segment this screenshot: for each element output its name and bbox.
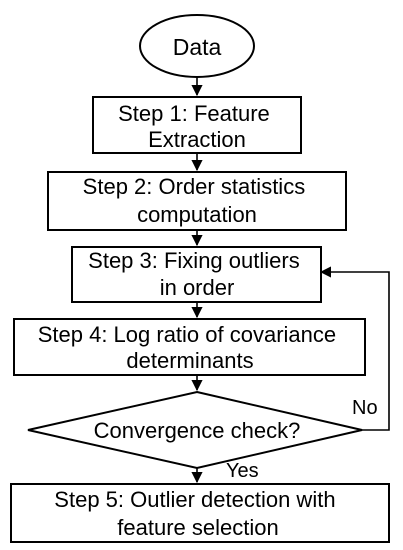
- node-step1-line-1: Step 1: Feature: [118, 101, 270, 126]
- node-data: Data: [139, 14, 255, 78]
- node-step3-line-1: Step 3: Fixing outliers: [88, 248, 300, 273]
- node-step5-line-2: feature selection: [117, 515, 278, 540]
- node-step2-line-1: Step 2: Order statistics: [83, 174, 306, 199]
- edge-label-yes: Yes: [226, 460, 259, 482]
- node-data-shape: [139, 14, 255, 78]
- node-step5-line-1: Step 5: Outlier detection with: [54, 487, 335, 512]
- node-step2-shape: [47, 171, 347, 231]
- node-check: Convergence check?: [27, 390, 363, 470]
- node-step2-line-2: computation: [137, 202, 257, 227]
- node-check-label: Convergence check?: [94, 418, 301, 443]
- node-step3-label: Step 3: Fixing outliers in order: [88, 248, 306, 300]
- node-step2-label: Step 2: Order statistics computation: [83, 174, 312, 227]
- node-step4: Step 4: Log ratio of covariance determin…: [13, 318, 366, 376]
- node-step5-label: Step 5: Outlier detection with feature s…: [54, 487, 341, 540]
- node-step2: Step 2: Order statistics computation: [47, 171, 347, 231]
- node-step1-line-2: Extraction: [148, 127, 246, 152]
- edges: [191, 77, 390, 484]
- edge-labels: Yes No: [226, 397, 378, 482]
- node-check-shape: [27, 390, 363, 470]
- node-step5-shape: [10, 483, 390, 543]
- edge-label-no: No: [352, 397, 378, 419]
- node-step1: Step 1: Feature Extraction: [92, 96, 302, 154]
- node-step1-shape: [92, 96, 302, 154]
- node-step4-label: Step 4: Log ratio of covariance determin…: [38, 322, 343, 373]
- node-step3: Step 3: Fixing outliers in order: [71, 246, 322, 303]
- edge-check-to-step3: [319, 266, 390, 431]
- node-step4-line-2: determinants: [126, 348, 253, 373]
- node-step1-label: Step 1: Feature Extraction: [118, 101, 276, 152]
- node-data-label: Data: [173, 34, 222, 60]
- node-step4-line-1: Step 4: Log ratio of covariance: [38, 322, 336, 347]
- node-step3-shape: [71, 246, 322, 303]
- node-step3-line-2: in order: [160, 275, 235, 300]
- nodes: Data Step 1: Feature Extraction Step 2: …: [10, 14, 390, 543]
- node-step4-shape: [13, 318, 366, 376]
- node-step5: Step 5: Outlier detection with feature s…: [10, 483, 390, 543]
